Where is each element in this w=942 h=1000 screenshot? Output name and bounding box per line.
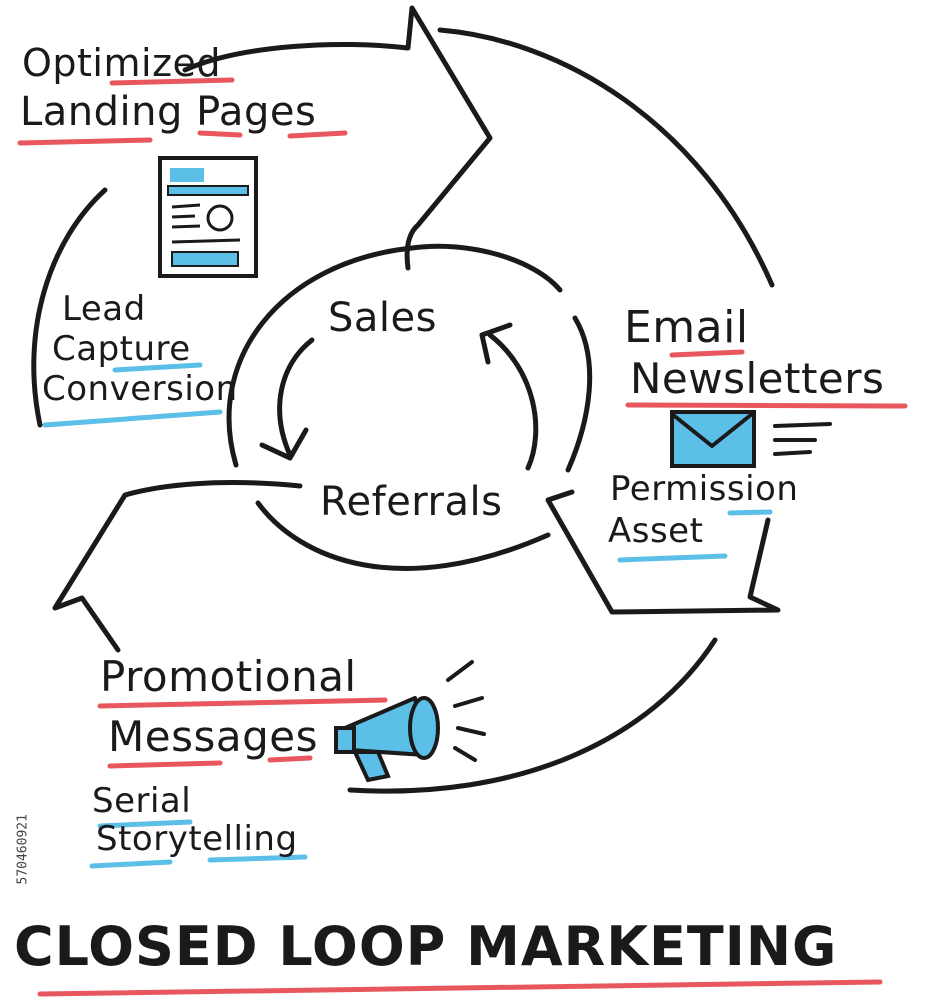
stage-promo-heading-line1: Promotional xyxy=(100,652,357,701)
stage-email-heading-line2: Newsletters xyxy=(630,354,885,403)
underline-serial xyxy=(97,819,193,829)
underline-asset xyxy=(617,553,728,563)
stage-promo-detail-2: Storytelling xyxy=(96,819,298,859)
stage-landing-detail-1: Lead xyxy=(62,289,146,329)
outer-arrow-left xyxy=(52,480,303,653)
envelope-icon xyxy=(670,410,832,468)
inner-arc-bottom xyxy=(255,500,551,571)
outer-arc-left xyxy=(31,187,108,428)
stage-email-detail-1: Permission xyxy=(610,469,799,509)
stage-landing-heading-line2: Landing Pages xyxy=(20,89,317,135)
underline-title xyxy=(37,979,883,997)
inner-arrow-right xyxy=(487,332,539,471)
stage-email-heading-line1: Email xyxy=(624,302,749,353)
inner-arrow-left xyxy=(277,337,315,458)
inner-arc-right xyxy=(565,315,593,473)
diagram-title: CLOSED LOOP MARKETING xyxy=(14,915,838,978)
underline-optimized xyxy=(109,77,235,86)
stage-promo-heading-line2: Messages xyxy=(108,712,318,761)
stage-promo-detail-1: Serial xyxy=(92,781,192,821)
stage-landing-heading-line1: Optimized xyxy=(22,41,222,85)
center-bottom-label: Referrals xyxy=(320,479,503,525)
outer-arc-bottom-right xyxy=(347,637,718,794)
stage-landing-detail-2: Capture xyxy=(52,329,191,369)
underline-storytelling xyxy=(89,854,308,869)
inner-arrow-right-head xyxy=(479,322,513,365)
outer-arc-top-right xyxy=(437,27,775,288)
underline-newsletters xyxy=(625,402,908,409)
inner-arrow-left-head xyxy=(259,427,309,461)
underline-permission xyxy=(727,509,773,516)
stage-email-detail-2: Asset xyxy=(608,511,704,551)
megaphone-icon xyxy=(334,660,486,783)
outer-arrow-top xyxy=(182,5,493,271)
center-top-label: Sales xyxy=(328,295,437,341)
outer-arrow-right xyxy=(545,489,781,615)
underline-messages xyxy=(107,755,313,769)
stock-id: 570460921 xyxy=(15,814,31,885)
underline-capture xyxy=(112,362,203,373)
underline-email xyxy=(669,349,745,358)
underline-promotional xyxy=(97,697,388,709)
inner-arc-top xyxy=(226,243,563,468)
underline-conversion xyxy=(42,409,223,428)
landing-page-icon xyxy=(158,156,258,278)
stage-landing-detail-3: Conversion xyxy=(42,369,238,409)
underline-landing xyxy=(17,130,348,146)
